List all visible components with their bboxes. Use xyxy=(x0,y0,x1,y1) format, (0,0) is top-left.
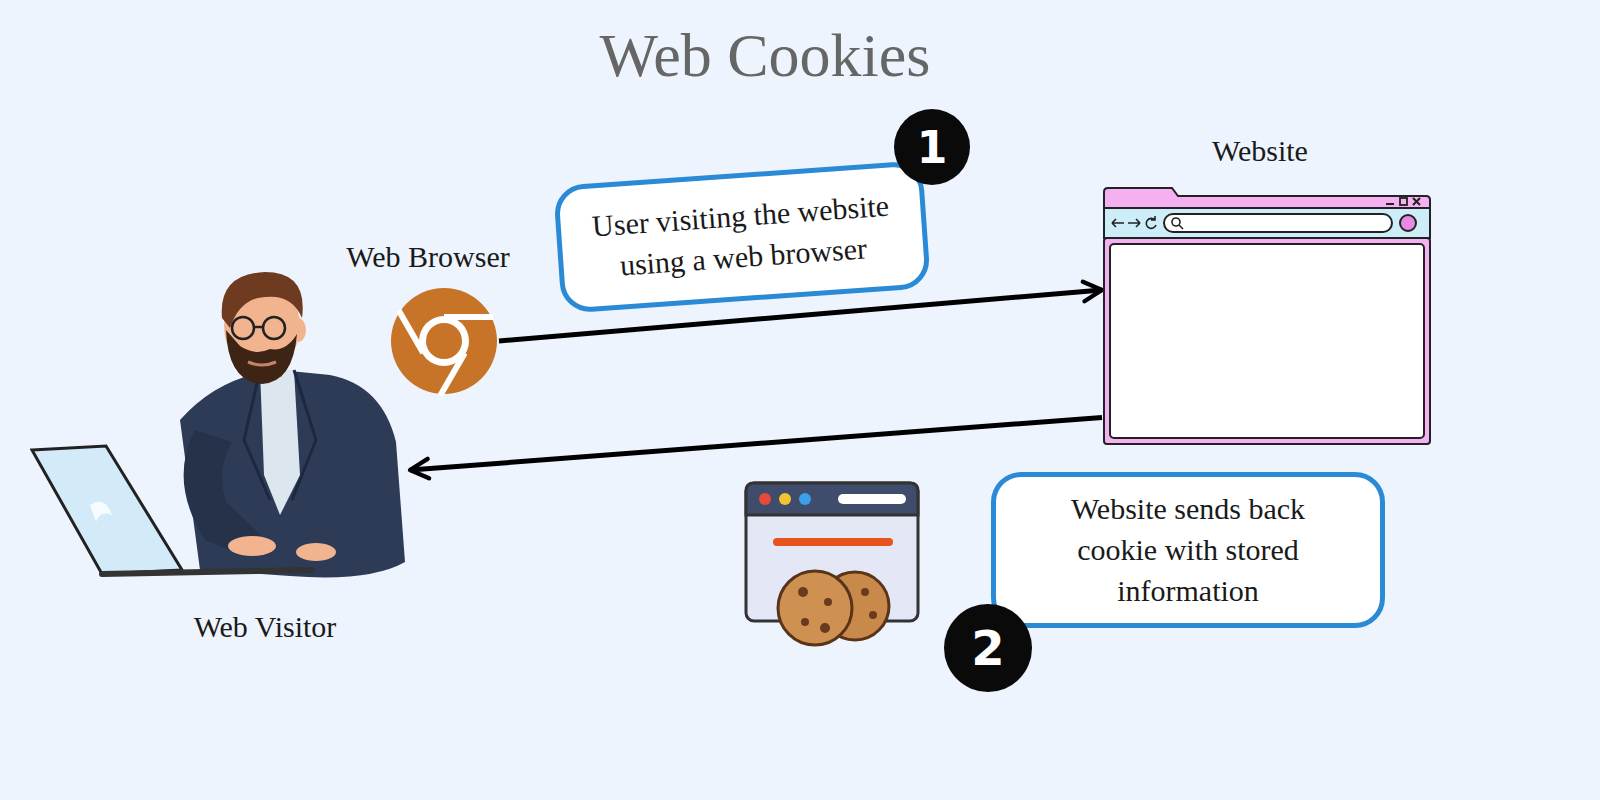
cookie-chip xyxy=(801,618,809,626)
address-row xyxy=(1104,208,1430,238)
cookie-chip xyxy=(824,598,832,606)
lapel xyxy=(244,370,316,500)
browser-segment-line xyxy=(444,314,493,320)
window-tab xyxy=(1104,188,1430,208)
window-line xyxy=(773,538,893,546)
back-symbol xyxy=(1112,219,1124,227)
website-window-shape xyxy=(1102,186,1432,446)
cookie-chip xyxy=(820,623,830,633)
glasses xyxy=(254,326,263,329)
website-window: Website xyxy=(1102,186,1432,446)
callout-text: User visiting the website using a web br… xyxy=(578,185,907,289)
hand xyxy=(296,543,336,561)
node-label: Web Visitor xyxy=(194,610,337,644)
search-symbol xyxy=(1179,225,1183,229)
browser-ring xyxy=(391,288,497,394)
window-dot xyxy=(799,493,811,505)
callout-text: Website sends back cookie with stored in… xyxy=(1036,489,1340,611)
window-dot xyxy=(779,493,791,505)
glasses xyxy=(232,317,254,339)
cookie-chip xyxy=(869,611,877,619)
search-field xyxy=(1164,214,1392,232)
profile-dot xyxy=(1400,215,1416,231)
web-visitor-figure-shape xyxy=(30,270,410,590)
cookie-chip xyxy=(861,588,869,596)
cookie xyxy=(778,571,852,645)
window-dot xyxy=(759,493,771,505)
browser-center xyxy=(426,323,462,359)
laptop-base xyxy=(102,570,312,574)
maximize-symbol xyxy=(1400,198,1407,205)
close-symbol xyxy=(1413,198,1420,205)
laptop-logo xyxy=(90,502,112,522)
mouth xyxy=(248,362,276,365)
callout-number: 1 xyxy=(894,109,970,185)
cookie-chip xyxy=(798,587,808,597)
callout-box: User visiting the website using a web br… xyxy=(553,160,931,313)
web-visitor-figure: Web Visitor xyxy=(30,270,410,590)
cookie-icon xyxy=(743,480,923,650)
minimize-symbol xyxy=(1386,203,1394,205)
window-content xyxy=(1110,244,1424,438)
hand xyxy=(228,536,276,556)
hair xyxy=(222,272,303,328)
jacket xyxy=(180,370,405,577)
diagram-title: Web Cookies xyxy=(600,20,931,91)
window-frame xyxy=(1104,238,1430,444)
callout-box: Website sends back cookie with stored in… xyxy=(991,472,1385,628)
node-label: Web Browser xyxy=(346,240,509,274)
window-address xyxy=(838,494,906,504)
glasses xyxy=(263,317,285,339)
forward-symbol xyxy=(1128,219,1140,227)
arrow-connector xyxy=(410,417,1102,470)
browser-icon: Web Browser xyxy=(389,286,499,396)
laptop-screen xyxy=(32,446,182,574)
reload-symbol xyxy=(1146,216,1156,228)
callout-number: 2 xyxy=(944,604,1032,692)
search-symbol xyxy=(1172,218,1180,226)
browser-segment-line xyxy=(399,311,424,353)
cookie-window-bar xyxy=(746,483,918,515)
browser-icon-shape xyxy=(389,286,499,396)
browser-segment-line xyxy=(440,353,465,395)
node-label: Website xyxy=(1212,134,1308,168)
